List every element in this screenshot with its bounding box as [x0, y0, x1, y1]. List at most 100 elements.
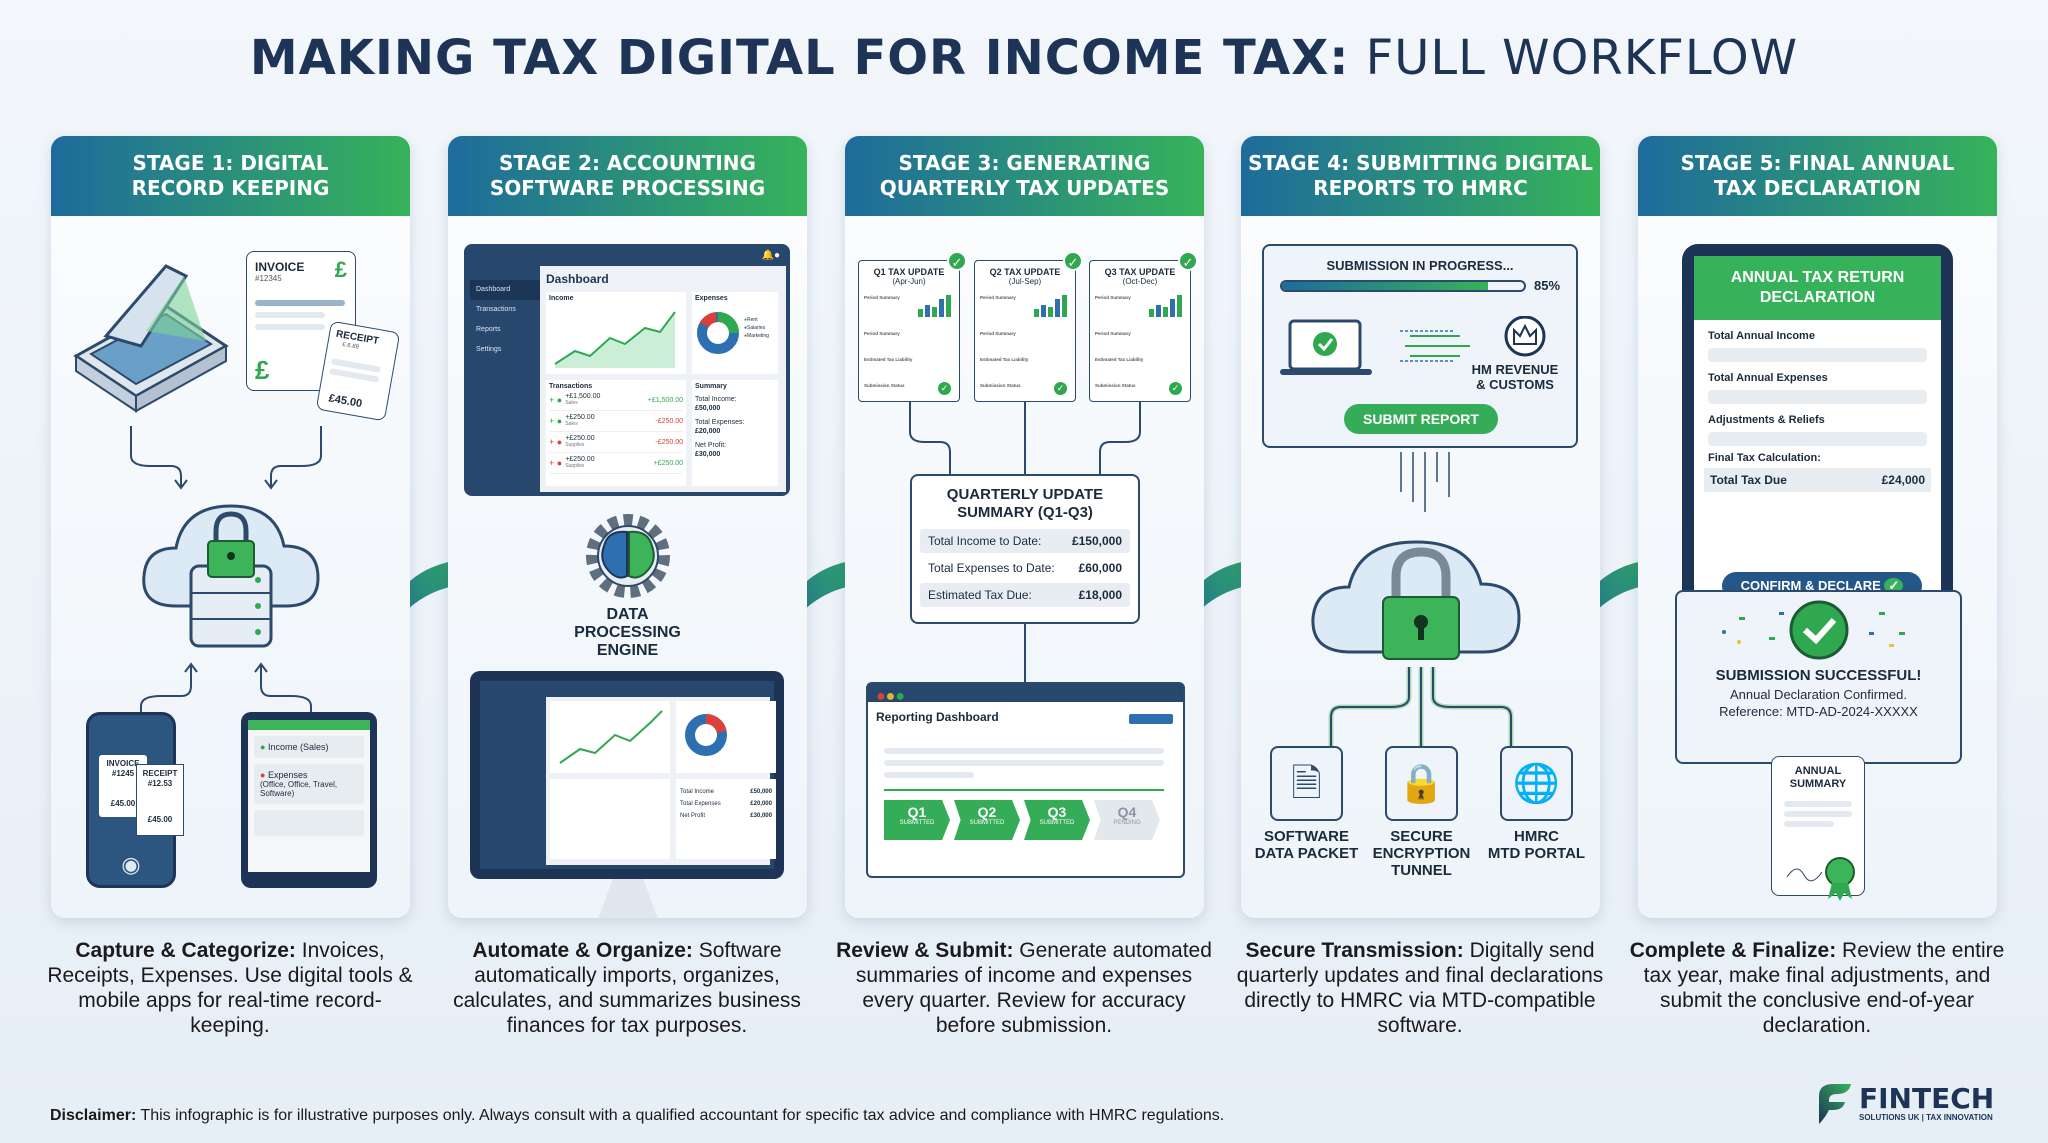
hmrc-label: & CUSTOMS: [1476, 377, 1554, 392]
form-field-input[interactable]: [1708, 348, 1927, 362]
receipt-amount: £45.00: [327, 392, 363, 411]
summary-row-label: Total Income to Date:: [928, 534, 1042, 548]
step-status: SUBMITTED: [969, 820, 1005, 826]
quarter-title: Q1 TAX UPDATE: [873, 267, 945, 277]
tablet-frame: ANNUAL TAX RETURN DECLARATION Total Annu…: [1682, 244, 1953, 634]
stage-title: TAX DECLARATION: [1713, 176, 1922, 200]
icon-label-line: DATA PACKET: [1254, 845, 1359, 862]
form-field-input[interactable]: [1708, 390, 1927, 404]
transaction-category: Sales: [565, 421, 578, 427]
expenses-category[interactable]: ● Expenses(Office, Office, Travel, Softw…: [254, 764, 364, 804]
expenses-donut-chart: [697, 312, 739, 354]
submit-report-button[interactable]: SUBMIT REPORT: [1344, 404, 1498, 434]
lock-icon[interactable]: 🔒: [1385, 746, 1458, 821]
reporting-button[interactable]: [1129, 714, 1173, 724]
summary-item-label: Total Expenses:: [695, 419, 745, 426]
income-icon: + ●: [549, 416, 563, 426]
step-quarter: Q2: [977, 804, 997, 820]
nav-transactions[interactable]: Transactions: [476, 306, 516, 313]
transaction-category: Supplies: [565, 442, 585, 448]
legend-label: Salaries: [747, 325, 766, 331]
form-field-label: Total Annual Income: [1708, 330, 1815, 342]
monitor-income-chart: [559, 710, 663, 764]
confetti-success-icon: [1721, 600, 1905, 660]
fintech-logo-icon: [1819, 1084, 1851, 1124]
transaction-value: -£250.00: [655, 438, 683, 446]
desc-text: Review the entire tax year, make final a…: [1643, 939, 2005, 1037]
income-label: Income (Sales): [267, 742, 329, 752]
expenses-label: Expenses: [267, 770, 308, 780]
title-light: FULL WORKFLOW: [1349, 30, 1799, 86]
status-check-icon: ✓: [938, 382, 951, 395]
desc-bold: Secure Transmission:: [1245, 939, 1464, 962]
monitor-summary-value: £50,000: [750, 789, 772, 795]
camera-icon[interactable]: ◉: [121, 852, 141, 877]
transaction-category: Supplies: [565, 463, 585, 469]
check-icon: ✓: [947, 251, 967, 271]
document-icon[interactable]: 🗎: [1270, 746, 1343, 821]
summary-item-label: Total Income:: [695, 396, 737, 403]
quarter-bar: [918, 309, 923, 317]
scanner-icon: [73, 264, 229, 413]
expenses-label: Expenses: [695, 295, 728, 302]
reporting-title: Reporting Dashboard: [876, 710, 999, 724]
stage-1-description: Capture & Categorize: Invoices, Receipts…: [40, 938, 420, 1038]
cloud-lock-icon: [1311, 452, 1521, 782]
phone-invoice-number: #1245: [111, 769, 135, 778]
bell-icon[interactable]: 🔔●: [761, 250, 781, 261]
summary-row: Total Income to Date:£150,000: [920, 529, 1130, 553]
legend-marketing: ●Marketing: [744, 333, 769, 339]
income-category[interactable]: ● Income (Sales): [254, 736, 364, 758]
quarter-bar: [1163, 307, 1168, 317]
nav-settings[interactable]: Settings: [476, 346, 502, 353]
pound-icon: £: [255, 355, 270, 385]
page-title: MAKING TAX DIGITAL FOR INCOME TAX: FULL …: [0, 30, 2048, 86]
phone-receipt-title: RECEIPT: [142, 769, 178, 778]
legend-rent: ●Rent: [744, 317, 758, 323]
summary-title: QUARTERLY UPDATE SUMMARY (Q1-Q3): [946, 486, 1104, 521]
monitor-summary-item: Total Expenses£20,000: [680, 801, 772, 807]
check-icon: ✓: [1884, 578, 1904, 593]
form-field-input[interactable]: [1708, 432, 1927, 446]
progress-label: SUBMISSION IN PROGRESS...: [1326, 258, 1514, 273]
globe-icon[interactable]: 🌐: [1500, 746, 1573, 821]
total-tax-row: Total Tax Due£24,000: [1704, 468, 1931, 492]
income-line-chart: [554, 311, 676, 368]
total-tax-value: £24,000: [1881, 473, 1925, 487]
hmrc-label: HM REVENUE: [1471, 362, 1559, 377]
summary-row-value: £18,000: [1078, 588, 1122, 602]
monitor-summary-label: Net Profit: [680, 813, 706, 819]
tablet: ● Income (Sales) ● Expenses(Office, Offi…: [241, 712, 377, 888]
monitor-summary-label: Total Expenses: [680, 801, 721, 807]
quarter-row-label: Submission Status: [980, 383, 1021, 388]
summary-item-label: Net Profit:: [695, 442, 727, 449]
nav-dashboard[interactable]: Dashboard: [470, 280, 540, 300]
nav-reports[interactable]: Reports: [476, 326, 501, 333]
transaction-amount: +£1,500.00: [565, 393, 601, 400]
stage-2-description: Automate & Organize: Software automatica…: [437, 938, 817, 1038]
quarter-title: Q3 TAX UPDATE: [1104, 267, 1176, 277]
stage-5-description: Complete & Finalize: Review the entire t…: [1627, 938, 2007, 1038]
